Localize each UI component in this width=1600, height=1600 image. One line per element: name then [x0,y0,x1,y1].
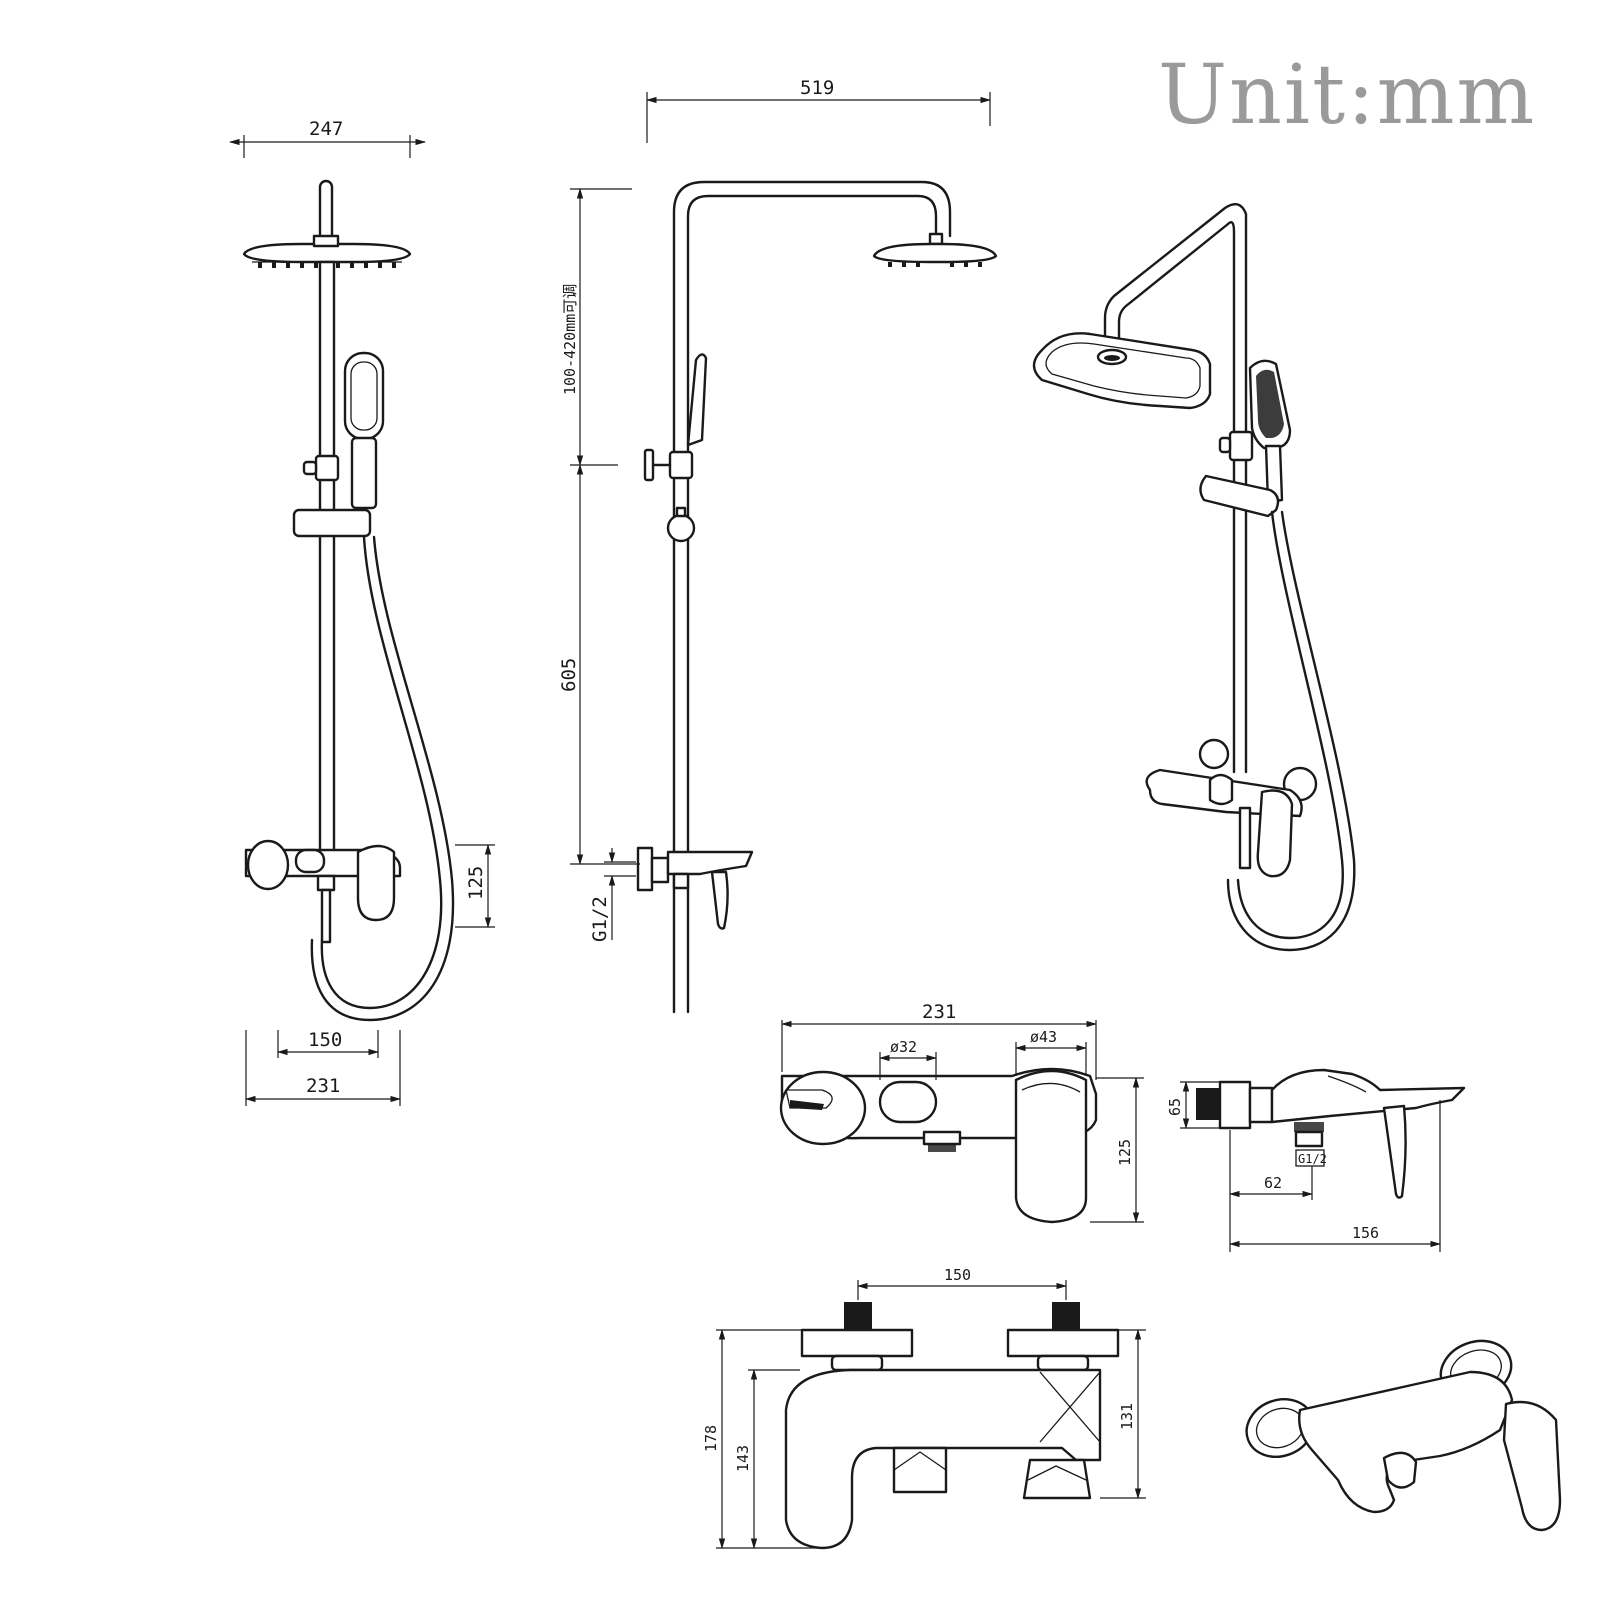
hand-shower-3d [1248,359,1292,504]
front-view-shower-column [242,179,455,1022]
dimension-side-bar-height: 605 [558,463,640,866]
svg-text:231: 231 [306,1075,340,1097]
dimension-mixer-top-178: 178 [702,1328,822,1550]
side-nozzles [888,262,982,267]
svg-text:65: 65 [1166,1098,1184,1116]
dimension-mixer-side-65: 65 [1166,1080,1226,1130]
svg-text:125: 125 [465,866,487,900]
svg-text:519: 519 [800,77,834,99]
dimension-front-head-width: 247 [228,118,427,158]
dimension-mixer-side-thread: G1/2 [1295,1149,1327,1167]
dimension-mixer-front-width: 231 [780,1001,1098,1080]
dimension-front-outlet-spacing: 150 [276,1029,380,1058]
unit-label: Unit:mm [1158,48,1537,143]
svg-text:156: 156 [1352,1224,1379,1242]
svg-text:ø32: ø32 [890,1038,917,1056]
svg-text:143: 143 [734,1445,752,1472]
svg-text:125: 125 [1116,1139,1134,1166]
mixer-front [244,839,402,944]
svg-text:247: 247 [309,118,343,140]
mixer-3d-detail [1245,1339,1562,1532]
mixer-top-detail [784,1302,1120,1550]
hand-shower-front [343,351,385,510]
dimension-side-inlet-thread: G1/2 [589,848,636,942]
svg-text:62: 62 [1264,1174,1282,1192]
svg-text:150: 150 [944,1266,971,1284]
mixer-side [636,846,754,930]
dimension-mixer-front-height: 125 [1090,1076,1144,1224]
dimension-mixer-top-143: 143 [734,1368,800,1550]
dimension-front-mixer-width: 231 [244,1030,402,1106]
svg-text:131: 131 [1118,1403,1136,1430]
svg-text:605: 605 [558,658,580,692]
isometric-shower-column [1032,202,1356,952]
svg-text:ø43: ø43 [1030,1028,1057,1046]
svg-text:G1/2: G1/2 [1298,1152,1327,1166]
dimension-mixer-diverter-dia: ø32 [878,1038,938,1080]
dimension-mixer-top-spacing: 150 [856,1266,1068,1300]
mixer-3d [1145,738,1318,878]
overhead-nozzles [258,262,396,268]
dimension-side-adjustable: 100-420mm可调 [561,187,632,467]
svg-text:150: 150 [308,1029,342,1051]
dimension-side-arm-length: 519 [645,77,992,143]
svg-text:G1/2: G1/2 [589,896,611,942]
dimension-mixer-top-131: 131 [1100,1328,1146,1500]
svg-text:100-420mm可调: 100-420mm可调 [561,284,579,395]
dimension-mixer-side-62: 62 [1228,1130,1314,1200]
dimension-front-mixer-height: 125 [455,843,495,929]
mixer-side-detail [1196,1068,1466,1199]
svg-text:178: 178 [702,1425,720,1452]
dimension-mixer-side-depth: 156 [1228,1100,1442,1252]
svg-text:231: 231 [922,1001,956,1023]
mixer-front-detail [779,1067,1098,1224]
dimension-mixer-handle-dia: ø43 [1014,1028,1088,1076]
side-view-shower-column [636,180,998,1014]
